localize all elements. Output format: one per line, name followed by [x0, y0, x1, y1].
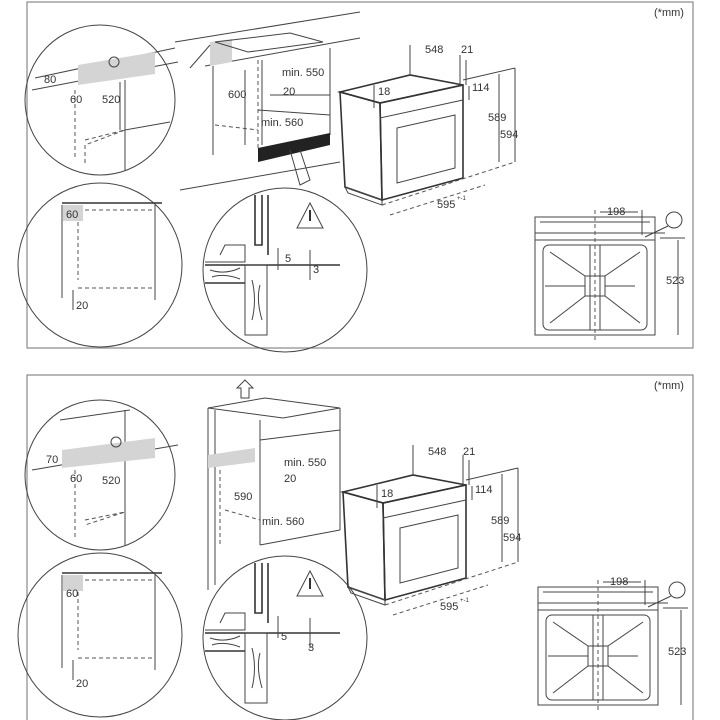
oven-top-view — [537, 579, 689, 711]
dim-offset: 198 — [610, 576, 628, 588]
dim-depth: 520 — [102, 94, 120, 106]
unit-note: (*mm) — [654, 380, 684, 392]
dim-edge-gap-b: 3 — [308, 642, 314, 654]
dim-depth: 520 — [102, 475, 120, 487]
dim-height-inner: 589 — [491, 515, 509, 527]
oven-perspective — [339, 44, 516, 216]
dim-width-tol: +-1 — [457, 196, 467, 202]
dim-depth-min: min. 560 — [262, 516, 304, 528]
dim-bottom-depth-gap: 60 — [66, 209, 78, 221]
dim-width: 595 — [437, 199, 455, 211]
panel-column-install: (*mm) 70 60 520 590 min. 550 20 min. 560… — [17, 374, 694, 720]
panel-countertop-install: (*mm) 80 60 520 600 — [17, 1, 694, 353]
dim-oven-depth: 548 — [428, 446, 446, 458]
dim-height-gap: 70 — [46, 454, 58, 466]
dim-cabinet-height: 600 — [228, 89, 246, 101]
detail-circle-bottom — [17, 182, 183, 348]
dim-width: 595 — [440, 601, 458, 613]
dim-oven-depth: 548 — [425, 44, 443, 56]
dim-edge-gap-a: 5 — [285, 253, 291, 265]
dim-height-gap: 80 — [44, 74, 56, 86]
dim-height: 594 — [500, 129, 518, 141]
dim-door: 21 — [463, 446, 475, 458]
dim-depth-min: min. 560 — [261, 117, 303, 129]
dim-panel: 114 — [475, 484, 493, 496]
dim-bottom-depth-gap: 60 — [66, 588, 78, 600]
detail-circle-bottom — [17, 552, 183, 718]
dim-height: 594 — [503, 532, 521, 544]
dim-width-min: min. 550 — [284, 457, 326, 469]
dim-cabinet-height: 590 — [234, 491, 252, 503]
dim-front-gap: 20 — [76, 300, 88, 312]
dim-topview-depth: 523 — [666, 275, 684, 287]
dim-depth-gap: 60 — [70, 473, 82, 485]
dim-rear-gap: 20 — [284, 473, 296, 485]
dim-width-tol: +-1 — [460, 598, 470, 604]
dim-height-inner: 589 — [488, 112, 506, 124]
dim-top: 18 — [381, 488, 393, 500]
dim-rear-gap: 20 — [283, 86, 295, 98]
dim-topview-depth: 523 — [668, 646, 686, 658]
dim-width-min: min. 550 — [282, 67, 324, 79]
dim-depth-gap: 60 — [70, 94, 82, 106]
dim-panel: 114 — [472, 82, 490, 94]
unit-note: (*mm) — [654, 7, 684, 19]
oven-top-view — [534, 209, 686, 341]
detail-circle-edge — [202, 187, 368, 353]
dim-top: 18 — [378, 86, 390, 98]
dim-offset: 198 — [607, 206, 625, 218]
oven-perspective — [342, 444, 519, 616]
dim-door: 21 — [461, 44, 473, 56]
dim-edge-gap-b: 3 — [313, 264, 319, 276]
dim-edge-gap-a: 5 — [281, 631, 287, 643]
dim-front-gap: 20 — [76, 678, 88, 690]
